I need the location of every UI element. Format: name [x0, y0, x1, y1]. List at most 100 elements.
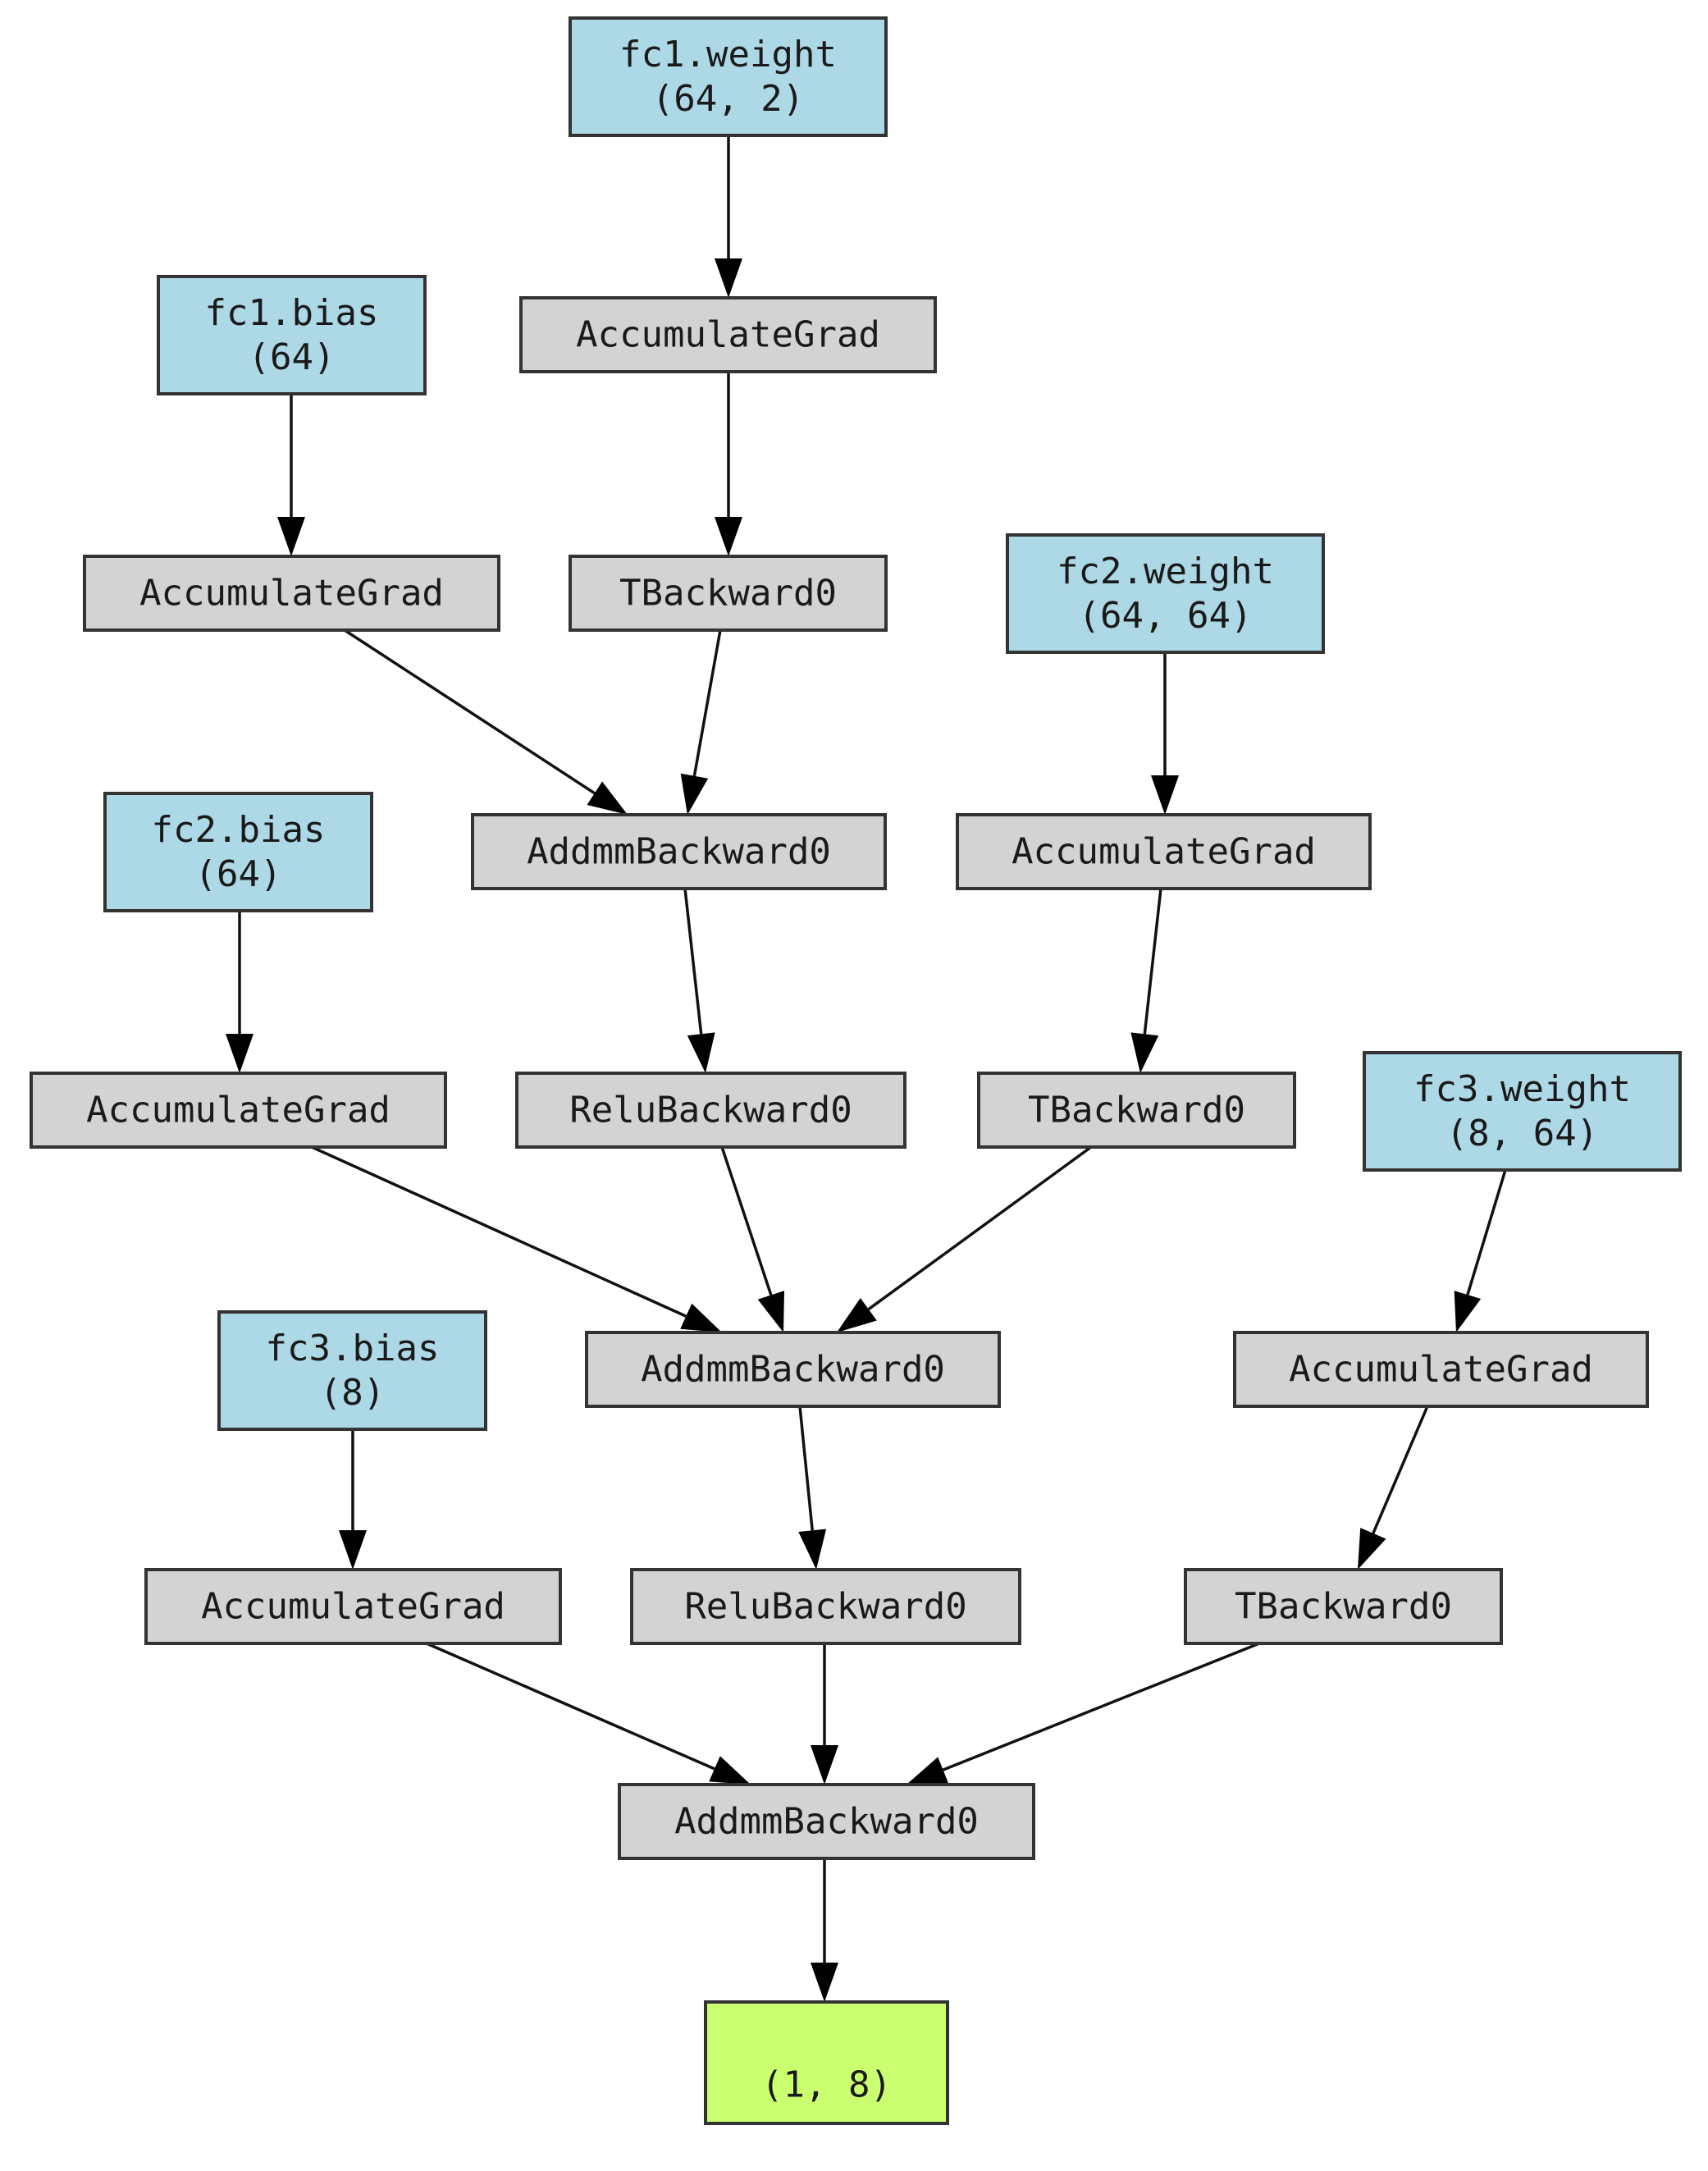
node-t-fc3[interactable]: TBackward0: [1184, 1568, 1503, 1645]
node-acc-fc1-b[interactable]: AccumulateGrad: [83, 555, 500, 632]
node-label-line: fc1.bias: [205, 292, 379, 334]
node-relu2[interactable]: ReluBackward0: [630, 1568, 1021, 1645]
arrowhead-icon: [757, 1291, 785, 1332]
operation-node-box: [515, 1072, 907, 1149]
node-output[interactable]: (1, 8): [704, 2000, 949, 2125]
node-label-line: fc2.bias: [152, 809, 326, 851]
node-label-line: AccumulateGrad: [86, 1090, 390, 1131]
edge-acc_fc1_b-to-addmm1: [344, 628, 628, 815]
edge-relu1-to-addmm2: [720, 1146, 785, 1332]
node-label-line: TBackward0: [1028, 1090, 1245, 1131]
edge-line: [1372, 1405, 1429, 1534]
node-acc-fc2-w[interactable]: AccumulateGrad: [956, 813, 1372, 890]
arrowhead-icon: [907, 1757, 948, 1785]
operation-node-box: [630, 1568, 1021, 1645]
node-t-fc2[interactable]: TBackward0: [977, 1072, 1296, 1149]
parameter-node-box: [157, 275, 427, 395]
arrowhead-icon: [680, 1303, 722, 1332]
node-fc2-weight[interactable]: fc2.weight (64, 64): [1006, 533, 1325, 654]
edge-line: [1143, 888, 1162, 1035]
arrowhead-icon: [226, 1034, 253, 1073]
parameter-node-box: [1363, 1051, 1682, 1172]
edge-acc_fc3_w-to-t_fc3: [1358, 1405, 1429, 1570]
edge-acc_fc3_b-to-addmm3: [426, 1642, 751, 1785]
node-addmm3[interactable]: AddmmBackward0: [618, 1783, 1035, 1860]
edge-line: [798, 1405, 814, 1531]
operation-node-box: [585, 1331, 1001, 1408]
edges-layer: [226, 135, 1507, 2002]
node-label-line: (64): [249, 336, 336, 378]
arrowhead-icon: [1454, 1291, 1482, 1332]
node-label-line: AccumulateGrad: [201, 1586, 505, 1628]
edge-line: [1466, 1169, 1507, 1296]
arrowhead-icon: [811, 1745, 838, 1785]
node-label-line: AddmmBackward0: [674, 1801, 979, 1843]
node-t-fc1[interactable]: TBackward0: [569, 555, 888, 632]
node-acc-fc1-w[interactable]: AccumulateGrad: [519, 296, 937, 373]
operation-node-box: [977, 1072, 1296, 1149]
edge-acc_fc2_w-to-t_fc2: [1130, 888, 1162, 1073]
edge-line: [942, 1642, 1260, 1771]
operation-node-box: [471, 813, 887, 890]
parameter-node-box: [1006, 533, 1325, 654]
node-acc-fc3-w[interactable]: AccumulateGrad: [1233, 1331, 1649, 1408]
edge-line: [683, 888, 703, 1035]
arrowhead-icon: [715, 517, 742, 556]
operation-node-box: [618, 1783, 1035, 1860]
output-node-box: [704, 2000, 949, 2125]
operation-node-box: [1184, 1568, 1503, 1645]
node-label-line: (64, 2): [652, 78, 804, 120]
edge-fc1_weight-to-acc_fc1_w: [715, 135, 742, 298]
arrowhead-icon: [709, 1756, 751, 1785]
node-relu1[interactable]: ReluBackward0: [515, 1072, 907, 1149]
edge-line: [311, 1145, 687, 1318]
edge-fc3_bias-to-acc_fc3_b: [339, 1429, 367, 1570]
node-label-line: (64): [195, 853, 282, 895]
operation-node-box: [1233, 1331, 1649, 1408]
edge-line: [720, 1146, 773, 1296]
arrowhead-icon: [687, 1032, 715, 1073]
node-label-line: fc1.weight: [619, 34, 837, 75]
node-fc2-bias[interactable]: fc2.bias (64): [103, 792, 373, 912]
node-label-line: AccumulateGrad: [1289, 1349, 1593, 1391]
node-label-line: (1, 8): [761, 2064, 892, 2106]
edge-line: [867, 1145, 1093, 1311]
edge-relu2-to-addmm3: [811, 1643, 838, 1785]
edge-fc3_weight-to-acc_fc3_w: [1454, 1169, 1507, 1332]
node-label-line: AccumulateGrad: [1012, 831, 1316, 873]
node-label-line: (64, 64): [1079, 595, 1253, 637]
node-label-line: fc3.weight: [1413, 1068, 1631, 1110]
nodes-layer: fc1.weight (64, 2) AccumulateGrad fc1.bias…: [30, 16, 1682, 2125]
parameter-node-box: [103, 792, 373, 912]
arrowhead-icon: [680, 773, 709, 815]
node-label-line: AccumulateGrad: [576, 314, 880, 356]
operation-node-box: [30, 1072, 447, 1149]
node-label-line: (8): [320, 1372, 385, 1414]
node-label-line: (8, 64): [1446, 1113, 1598, 1154]
node-addmm1[interactable]: AddmmBackward0: [471, 813, 887, 890]
arrowhead-icon: [798, 1529, 827, 1570]
node-acc-fc3-b[interactable]: AccumulateGrad: [144, 1568, 562, 1645]
node-label-line: TBackward0: [619, 573, 837, 615]
node-label-line: fc3.bias: [266, 1328, 440, 1369]
node-addmm2[interactable]: AddmmBackward0: [585, 1331, 1001, 1408]
operation-node-box: [956, 813, 1372, 890]
arrowhead-icon: [1130, 1032, 1159, 1073]
node-fc3-weight[interactable]: fc3.weight (8, 64): [1363, 1051, 1682, 1172]
parameter-node-box: [217, 1310, 487, 1431]
node-acc-fc2-b[interactable]: AccumulateGrad: [30, 1072, 447, 1149]
edge-t_fc3-to-addmm3: [907, 1642, 1260, 1785]
edge-t_fc2-to-addmm2: [837, 1145, 1093, 1332]
edge-line: [344, 628, 596, 795]
arrowhead-icon: [1358, 1528, 1386, 1570]
node-label-line: AddmmBackward0: [527, 831, 831, 873]
edge-fc1_bias-to-acc_fc1_b: [277, 394, 305, 556]
node-fc3-bias[interactable]: fc3.bias (8): [217, 1310, 487, 1431]
node-fc1-bias[interactable]: fc1.bias (64): [157, 275, 427, 395]
edge-acc_fc1_w-to-t_fc1: [715, 372, 742, 556]
edge-addmm2-to-relu2: [798, 1405, 827, 1570]
edge-line: [426, 1642, 715, 1771]
parameter-node-box: [569, 16, 888, 137]
operation-node-box: [83, 555, 500, 632]
node-fc1-weight[interactable]: fc1.weight (64, 2): [569, 16, 888, 137]
